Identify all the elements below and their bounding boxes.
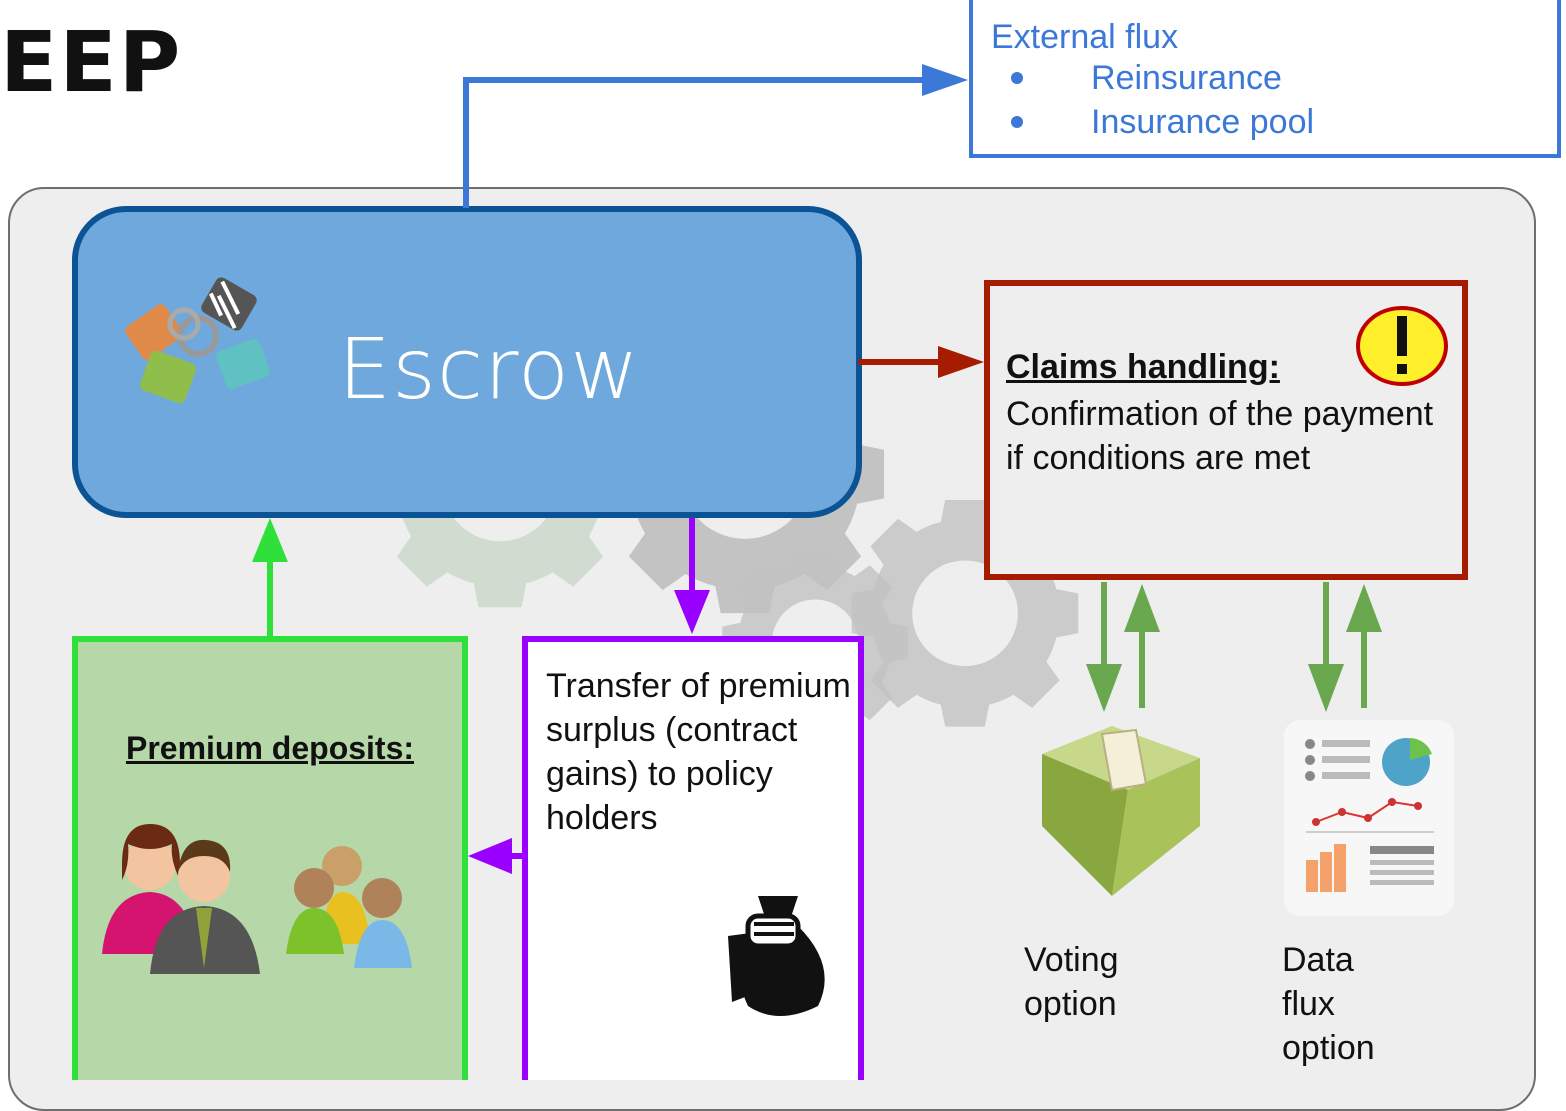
data-flux-option-line: option <box>1282 1029 1375 1067</box>
page-title: EEP <box>0 13 183 111</box>
data-flux-option-label: Data flux option <box>1282 938 1375 1070</box>
voting-option-label: Voting option <box>1024 938 1119 1026</box>
external-flux-item: Insurance pool <box>1010 100 1314 144</box>
external-flux-item: Reinsurance <box>1010 56 1314 100</box>
premium-deposits-box: Premium deposits: <box>72 636 468 1080</box>
external-flux-title: External flux <box>991 18 1179 56</box>
transfer-surplus-box: Transfer of premium surplus (contract ga… <box>522 636 864 1080</box>
escrow-label: Escrow <box>338 320 640 418</box>
voting-option-line: option <box>1024 985 1117 1023</box>
external-flux-box: External flux Reinsurance Insurance pool <box>969 0 1561 158</box>
policy-holders-icon <box>102 824 412 974</box>
premium-title: Premium deposits: <box>125 730 415 766</box>
transfer-text: Transfer of premium surplus (contract ga… <box>546 667 851 837</box>
data-flux-option-line: flux <box>1282 985 1335 1023</box>
data-flux-option-line: Data <box>1282 941 1354 979</box>
padlocks-icon <box>125 277 270 404</box>
claims-handling-box: Claims handling: Confirmation of the pay… <box>984 280 1468 580</box>
escrow-box: Escrow <box>72 206 862 518</box>
voting-option-line: Voting <box>1024 941 1119 979</box>
claims-title: Claims handling: <box>1006 348 1280 386</box>
money-bag-icon <box>728 896 825 1016</box>
external-flux-list: Reinsurance Insurance pool <box>973 56 1314 144</box>
warning-icon <box>1356 306 1448 386</box>
claims-text: Confirmation of the payment if condition… <box>1006 395 1434 477</box>
